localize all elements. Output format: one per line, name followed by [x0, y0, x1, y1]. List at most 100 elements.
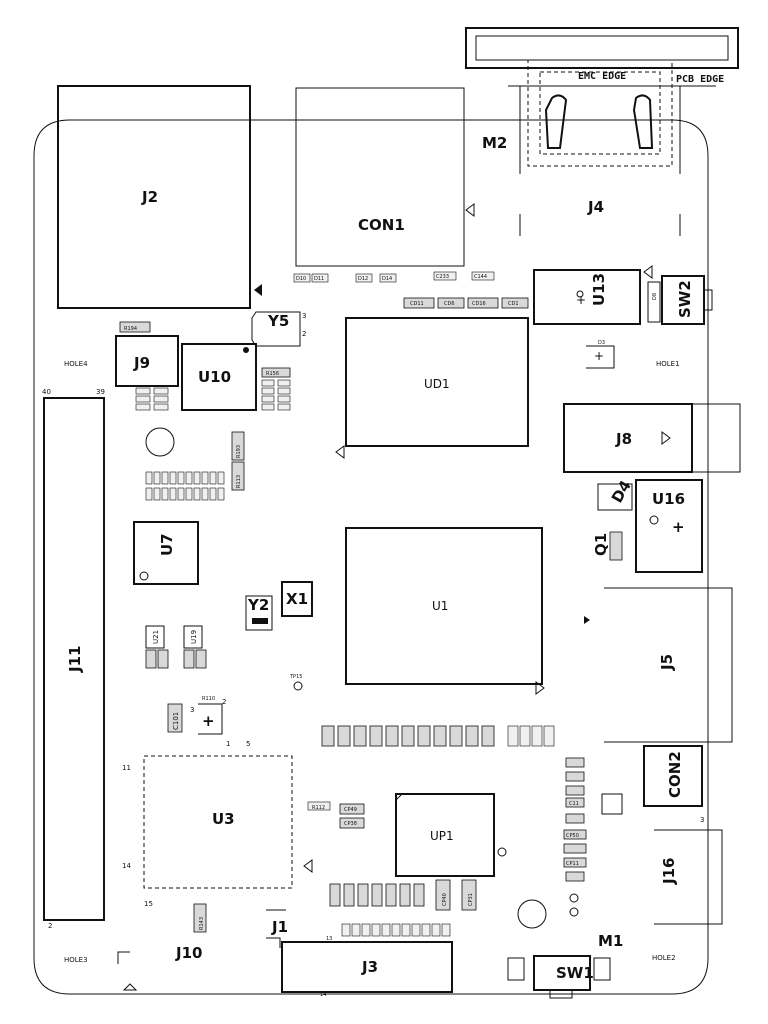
cp31-footprint	[461, 879, 477, 911]
svg-text:CD1: CD1	[508, 301, 519, 307]
c101-label: C101	[172, 712, 180, 730]
u13-marker	[643, 265, 653, 279]
con1-footprint	[295, 87, 465, 267]
j5-label: J5	[658, 654, 676, 671]
u13-pin1-dot	[576, 290, 584, 298]
u10-label: U10	[198, 368, 231, 386]
j16-footprint	[654, 829, 723, 925]
tp-3	[497, 847, 507, 857]
r194-footprint	[119, 321, 151, 333]
tp-2	[569, 907, 579, 917]
r193-footprint	[231, 431, 245, 461]
m2-label: M2	[482, 134, 507, 152]
svg-text:D11: D11	[314, 276, 324, 282]
resistor-bank	[145, 471, 225, 501]
u21-label: U21	[152, 630, 160, 644]
con1-label: CON1	[358, 216, 405, 234]
j2-label: J2	[141, 188, 158, 206]
cp38-label: CP38	[344, 821, 357, 827]
u1-label: U1	[432, 599, 448, 613]
hole4-label: HOLE4	[64, 360, 88, 368]
hole2-label: HOLE2	[652, 954, 676, 962]
j16-pin3: 3	[700, 816, 704, 824]
r143-footprint	[193, 903, 207, 933]
r143-label: R143	[199, 917, 205, 930]
svg-text:D10: D10	[296, 276, 306, 282]
j2-footprint	[57, 85, 251, 309]
up1-label: UP1	[430, 829, 454, 843]
j9-label: J9	[133, 354, 150, 372]
u16-plus: +	[672, 518, 685, 536]
up1-footprint	[395, 793, 495, 877]
resistor-array-u10	[135, 379, 291, 411]
d3-label: D3	[598, 340, 605, 346]
sw2-label: SW2	[676, 280, 694, 318]
y2-pad	[252, 618, 268, 624]
j3-label: J3	[361, 958, 378, 976]
con2-footprint	[643, 745, 703, 807]
y2-label: Y2	[247, 596, 269, 614]
led-left	[507, 957, 525, 981]
svg-text:CP50: CP50	[566, 833, 579, 839]
j10-corner	[117, 951, 130, 964]
j9-footprint	[115, 335, 179, 387]
emc-edge-label: EMC EDGE	[578, 71, 626, 82]
u13-footprint	[533, 269, 641, 325]
u3-pin11: 11	[122, 764, 131, 772]
j8-label: J8	[615, 430, 632, 448]
j10-label: J10	[175, 944, 202, 962]
svg-text:CD6: CD6	[444, 301, 455, 307]
tp15-pad	[293, 681, 303, 691]
x1-footprint	[281, 581, 313, 617]
q8-pin2: 2	[222, 698, 226, 706]
u3-pin15: 15	[144, 900, 153, 908]
svg-text:CD16: CD16	[472, 301, 486, 307]
u19-cap-2	[195, 649, 207, 669]
cp40-label: CP40	[442, 893, 448, 906]
j5-footprint	[604, 587, 733, 743]
up1-pin1-notch	[395, 793, 403, 801]
q8-pin5: 5	[246, 740, 250, 748]
d3-footprint	[586, 345, 615, 369]
u16-footprint	[635, 479, 703, 573]
u19-footprint	[183, 625, 203, 649]
j16-label: J16	[660, 858, 678, 885]
svg-text:CD11: CD11	[410, 301, 424, 307]
j11-pin2: 2	[48, 922, 52, 930]
y5-pin3: 3	[302, 312, 306, 320]
con2-label: CON2	[666, 751, 684, 798]
q8-footprint	[198, 703, 223, 735]
m1-label: M1	[598, 932, 623, 950]
u19-cap-1	[183, 649, 195, 669]
pcb-edge-label: PCB EDGE	[676, 74, 724, 85]
mount-circle-right	[517, 899, 547, 929]
d8-footprint	[647, 281, 661, 323]
j2-pin1-marker	[254, 284, 262, 296]
j8-body	[691, 403, 741, 473]
u13-plus: +	[576, 293, 586, 307]
d4-label: D4	[608, 477, 635, 506]
ud1-footprint	[345, 317, 529, 447]
u10-footprint	[181, 343, 257, 411]
j1-label: J1	[271, 918, 288, 936]
u1-footprint	[345, 527, 543, 685]
j11-label: J11	[66, 646, 84, 673]
r194-label: R194	[124, 326, 137, 332]
r156-footprint	[261, 367, 291, 378]
sw1-actuator	[549, 989, 573, 999]
j11-pin39: 39	[96, 388, 105, 396]
j11-footprint	[43, 397, 105, 921]
y5-label: Y5	[267, 312, 289, 330]
mount-circle-left	[145, 427, 175, 457]
c101-footprint	[167, 703, 183, 733]
svg-text:C144: C144	[474, 274, 487, 280]
board-outline	[33, 119, 709, 995]
u3-pin14: 14	[122, 862, 131, 870]
j3-footprint	[281, 941, 453, 993]
u7-footprint	[133, 521, 199, 585]
sw1-label: SW1	[556, 964, 594, 982]
y2-footprint	[245, 595, 273, 631]
svg-text:D14: D14	[382, 276, 392, 282]
cp31-label: CP31	[468, 893, 474, 906]
u21-cap-2	[157, 649, 169, 669]
